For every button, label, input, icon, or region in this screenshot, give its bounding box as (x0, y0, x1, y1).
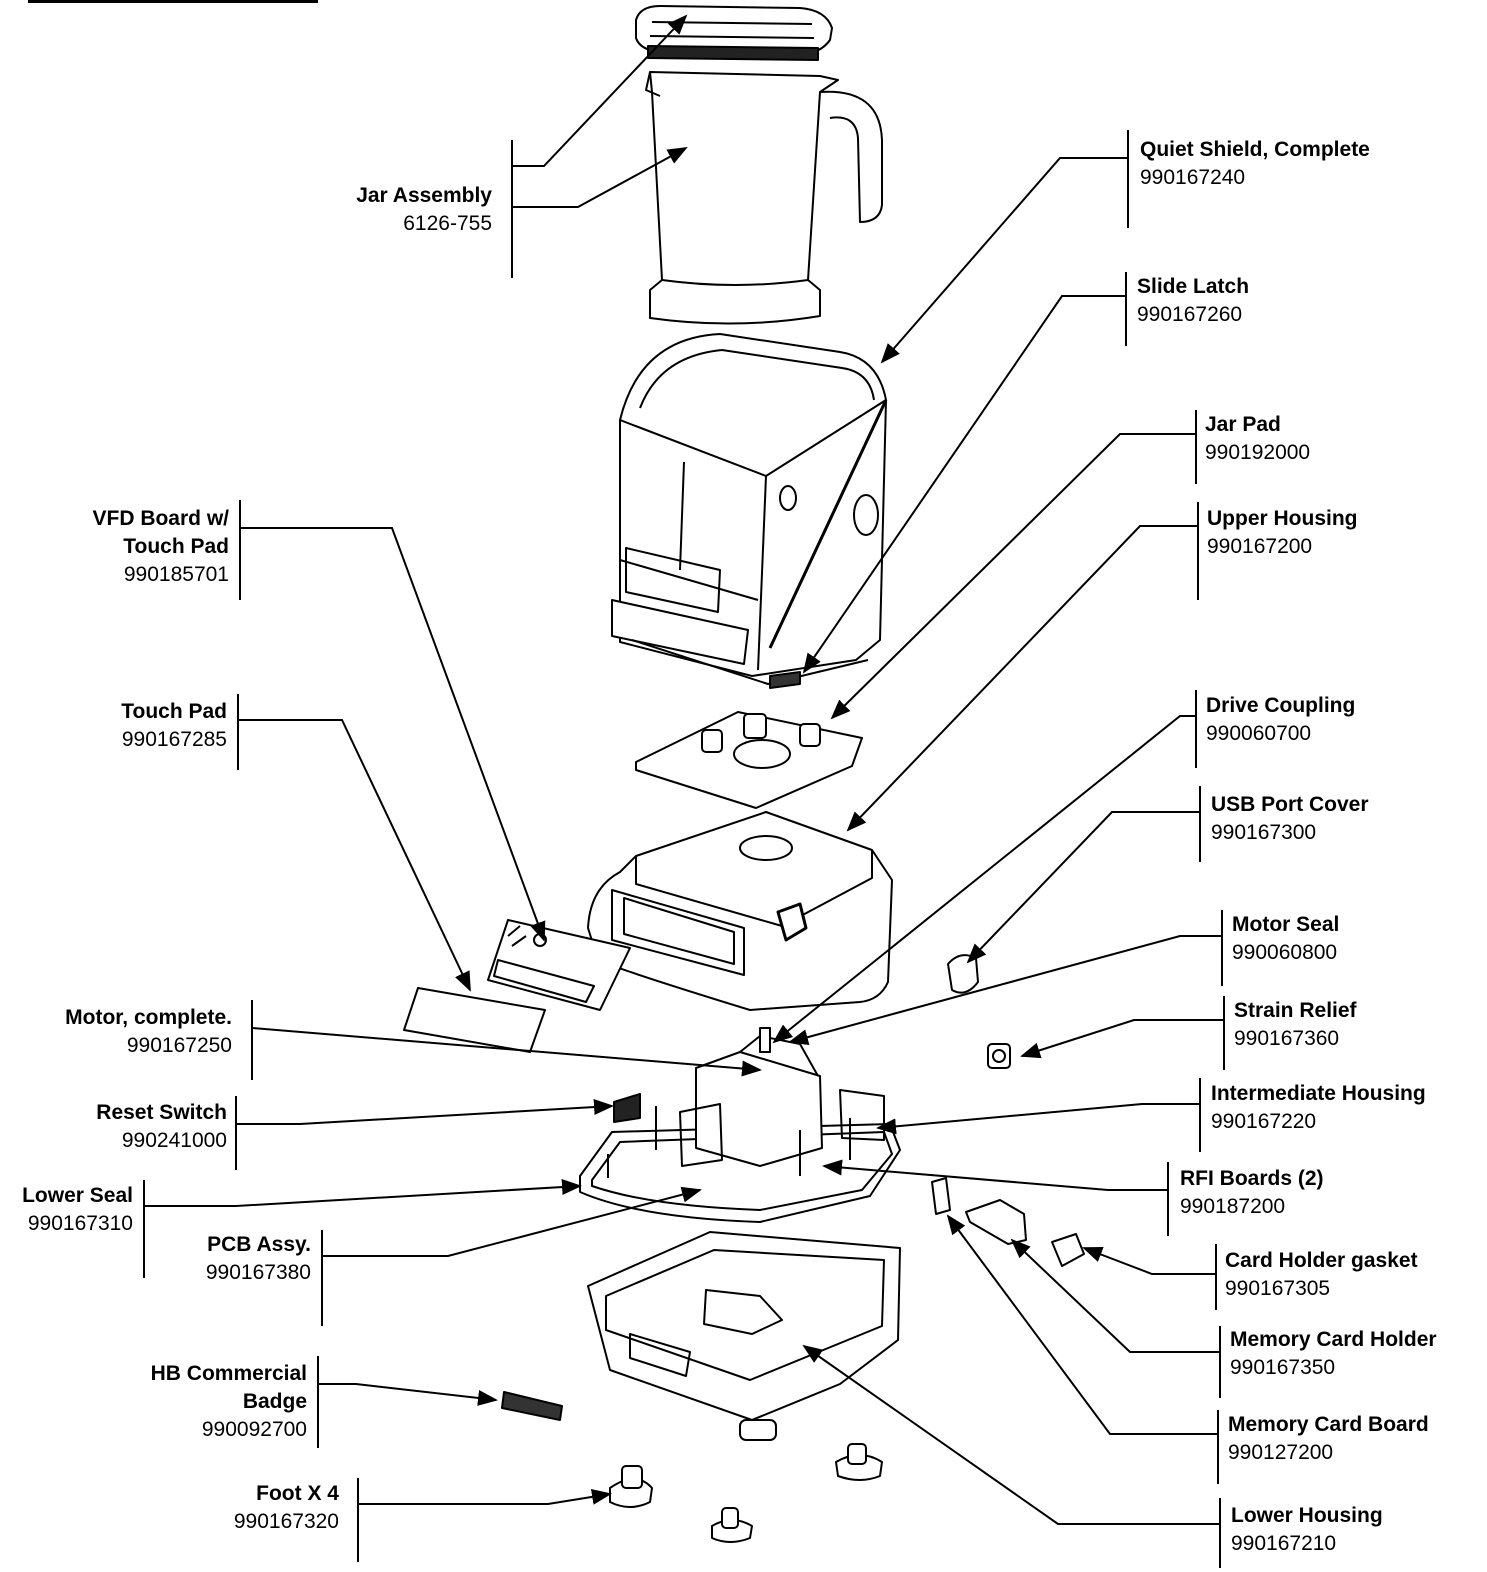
label-memory-card-holder: Memory Card Holder 990167350 (1230, 1328, 1437, 1379)
label-hb-badge: HB Commercial Badge 990092700 (150, 1362, 307, 1441)
label-brackets (143, 130, 1225, 1568)
header-rule (28, 0, 318, 3)
upper-housing-drawing (587, 811, 893, 1011)
strain-relief-drawing (987, 1043, 1011, 1069)
label-reset-switch: Reset Switch 990241000 (96, 1101, 227, 1152)
label-jar-assembly: Jar Assembly 6126-755 (356, 184, 492, 235)
label-drive-coupling: Drive Coupling 990060700 (1206, 694, 1356, 745)
vfd-touchpad-drawing (403, 919, 631, 1053)
card-gasket-drawing (1051, 1233, 1085, 1267)
label-intermediate-housing: Intermediate Housing 990167220 (1211, 1082, 1426, 1133)
label-jar-pad: Jar Pad 990192000 (1205, 413, 1311, 464)
memory-card-holder-drawing (965, 1199, 1027, 1245)
label-rfi-boards: RFI Boards (2) 990187200 (1180, 1167, 1324, 1218)
label-strain-relief: Strain Relief 990167360 (1234, 999, 1357, 1050)
label-slide-latch: Slide Latch 990167260 (1137, 275, 1250, 326)
label-lower-seal: Lower Seal 990167310 (22, 1184, 133, 1235)
label-touch-pad: Touch Pad 990167285 (121, 700, 227, 751)
label-memory-card-board: Memory Card Board 990127200 (1228, 1413, 1429, 1464)
usb-cover-drawing (947, 954, 979, 994)
motor-intermediate-drawing (579, 1027, 901, 1223)
label-vfd-board: VFD Board w/ Touch Pad 990185701 (92, 507, 229, 586)
quiet-shield-drawing (611, 333, 888, 689)
label-usb-port-cover: USB Port Cover 990167300 (1211, 793, 1369, 844)
label-foot: Foot X 4 990167320 (233, 1482, 339, 1533)
label-card-holder-gasket: Card Holder gasket 990167305 (1225, 1249, 1418, 1300)
jar-lid-drawing (635, 5, 833, 61)
label-motor-seal: Motor Seal 990060800 (1232, 913, 1340, 964)
badge-drawing (501, 1391, 563, 1421)
jar-body-drawing (645, 71, 883, 325)
feet-drawing (609, 1443, 883, 1543)
rfi-drawing (931, 1177, 951, 1215)
label-quiet-shield: Quiet Shield, Complete 990167240 (1140, 138, 1370, 189)
label-lower-housing: Lower Housing 990167210 (1231, 1504, 1383, 1555)
part-drawings (403, 5, 1085, 1543)
leader-lines (144, 14, 1224, 1525)
lower-housing-drawing (587, 1231, 901, 1441)
jar-pad-drawing (635, 711, 863, 809)
label-motor-complete: Motor, complete. 990167250 (65, 1006, 232, 1057)
label-upper-housing: Upper Housing 990167200 (1207, 507, 1358, 558)
label-pcb-assy: PCB Assy. 990167380 (205, 1233, 311, 1284)
